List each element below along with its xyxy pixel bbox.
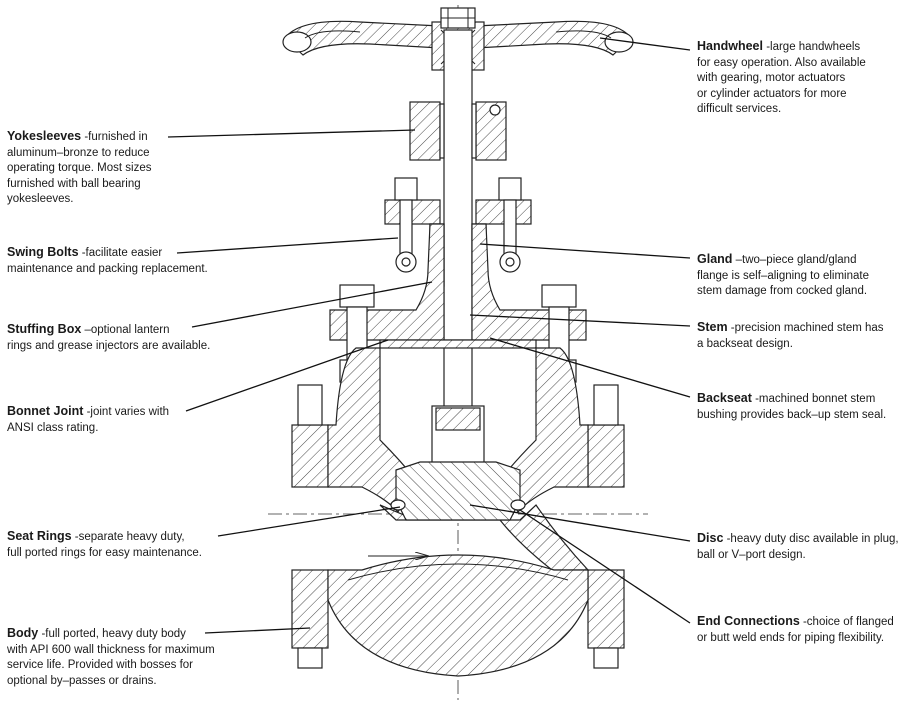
leader-yokesleeves: [167, 129, 416, 138]
callout-title: Stuffing Box: [7, 322, 82, 336]
callout-seat-rings: Seat Rings -separate heavy duty, full po…: [7, 529, 247, 561]
callout-body: Body -full ported, heavy duty body with …: [7, 626, 257, 689]
callout-title: Bonnet Joint: [7, 404, 84, 418]
callout-end-connections: End Connections -choice of flanged or bu…: [697, 614, 909, 646]
callout-title: Gland: [697, 252, 733, 266]
callout-text: –optional lantern rings and grease injec…: [7, 324, 211, 352]
callout-title: End Connections: [697, 614, 800, 628]
callout-text: -precision machined stem has a backseat …: [697, 322, 884, 350]
callout-text: -separate heavy duty, full ported rings …: [7, 531, 202, 559]
callout-title: Disc: [697, 531, 724, 545]
leader-stuffing-box: [191, 281, 433, 328]
leader-seat-rings: [217, 506, 401, 537]
callout-text: -furnished in aluminum–bronze to reduce …: [7, 131, 152, 205]
callout-handwheel: Handwheel -large handwheels for easy ope…: [697, 39, 907, 118]
gland-drawing: [384, 177, 532, 287]
callout-title: Handwheel: [697, 39, 763, 53]
callout-title: Stem: [697, 320, 728, 334]
callout-title: Swing Bolts: [7, 245, 79, 259]
callout-gland: Gland –two–piece gland/gland flange is s…: [697, 252, 907, 300]
leader-body: [204, 627, 311, 634]
callout-text: -full ported, heavy duty body with API 6…: [7, 628, 215, 687]
stem-drawing: [443, 29, 473, 409]
callout-title: Yokesleeves: [7, 129, 82, 143]
leader-gland: [479, 243, 691, 259]
leader-stem: [469, 314, 691, 327]
callout-swing-bolts: Swing Bolts -facilitate easier maintenan…: [7, 245, 237, 277]
callout-text: -joint varies with ANSI class rating.: [7, 406, 170, 434]
callout-backseat: Backseat -machined bonnet stem bushing p…: [697, 391, 907, 423]
callout-disc: Disc -heavy duty disc available in plug,…: [697, 531, 909, 563]
leader-swing-bolts: [176, 237, 399, 254]
callout-text: -choice of flanged or butt weld ends for…: [697, 616, 894, 644]
callout-text: -heavy duty disc available in plug, ball…: [697, 533, 899, 561]
callout-yokesleeves: Yokesleeves -furnished in aluminum–bronz…: [7, 129, 177, 208]
leader-end-connections: [519, 509, 691, 624]
leader-backseat: [489, 337, 691, 398]
callout-text: -facilitate easier maintenance and packi…: [7, 247, 208, 275]
leader-disc: [469, 504, 691, 542]
leader-handwheel: [599, 37, 691, 51]
yokesleeve-drawing: [409, 101, 507, 161]
callout-title: Seat Rings: [7, 529, 72, 543]
callout-text: –two–piece gland/gland flange is self–al…: [697, 254, 869, 297]
disc-drawing: [390, 461, 526, 521]
callout-title: Backseat: [697, 391, 752, 405]
callout-title: Body: [7, 626, 39, 640]
callout-stuffing-box: Stuffing Box –optional lantern rings and…: [7, 322, 247, 354]
callout-text: -large handwheels for easy operation. Al…: [697, 41, 866, 115]
leader-bonnet-joint: [185, 339, 389, 412]
callout-text: -machined bonnet stem bushing provides b…: [697, 393, 887, 421]
callout-stem: Stem -precision machined stem has a back…: [697, 320, 907, 352]
callout-bonnet-joint: Bonnet Joint -joint varies with ANSI cla…: [7, 404, 207, 436]
